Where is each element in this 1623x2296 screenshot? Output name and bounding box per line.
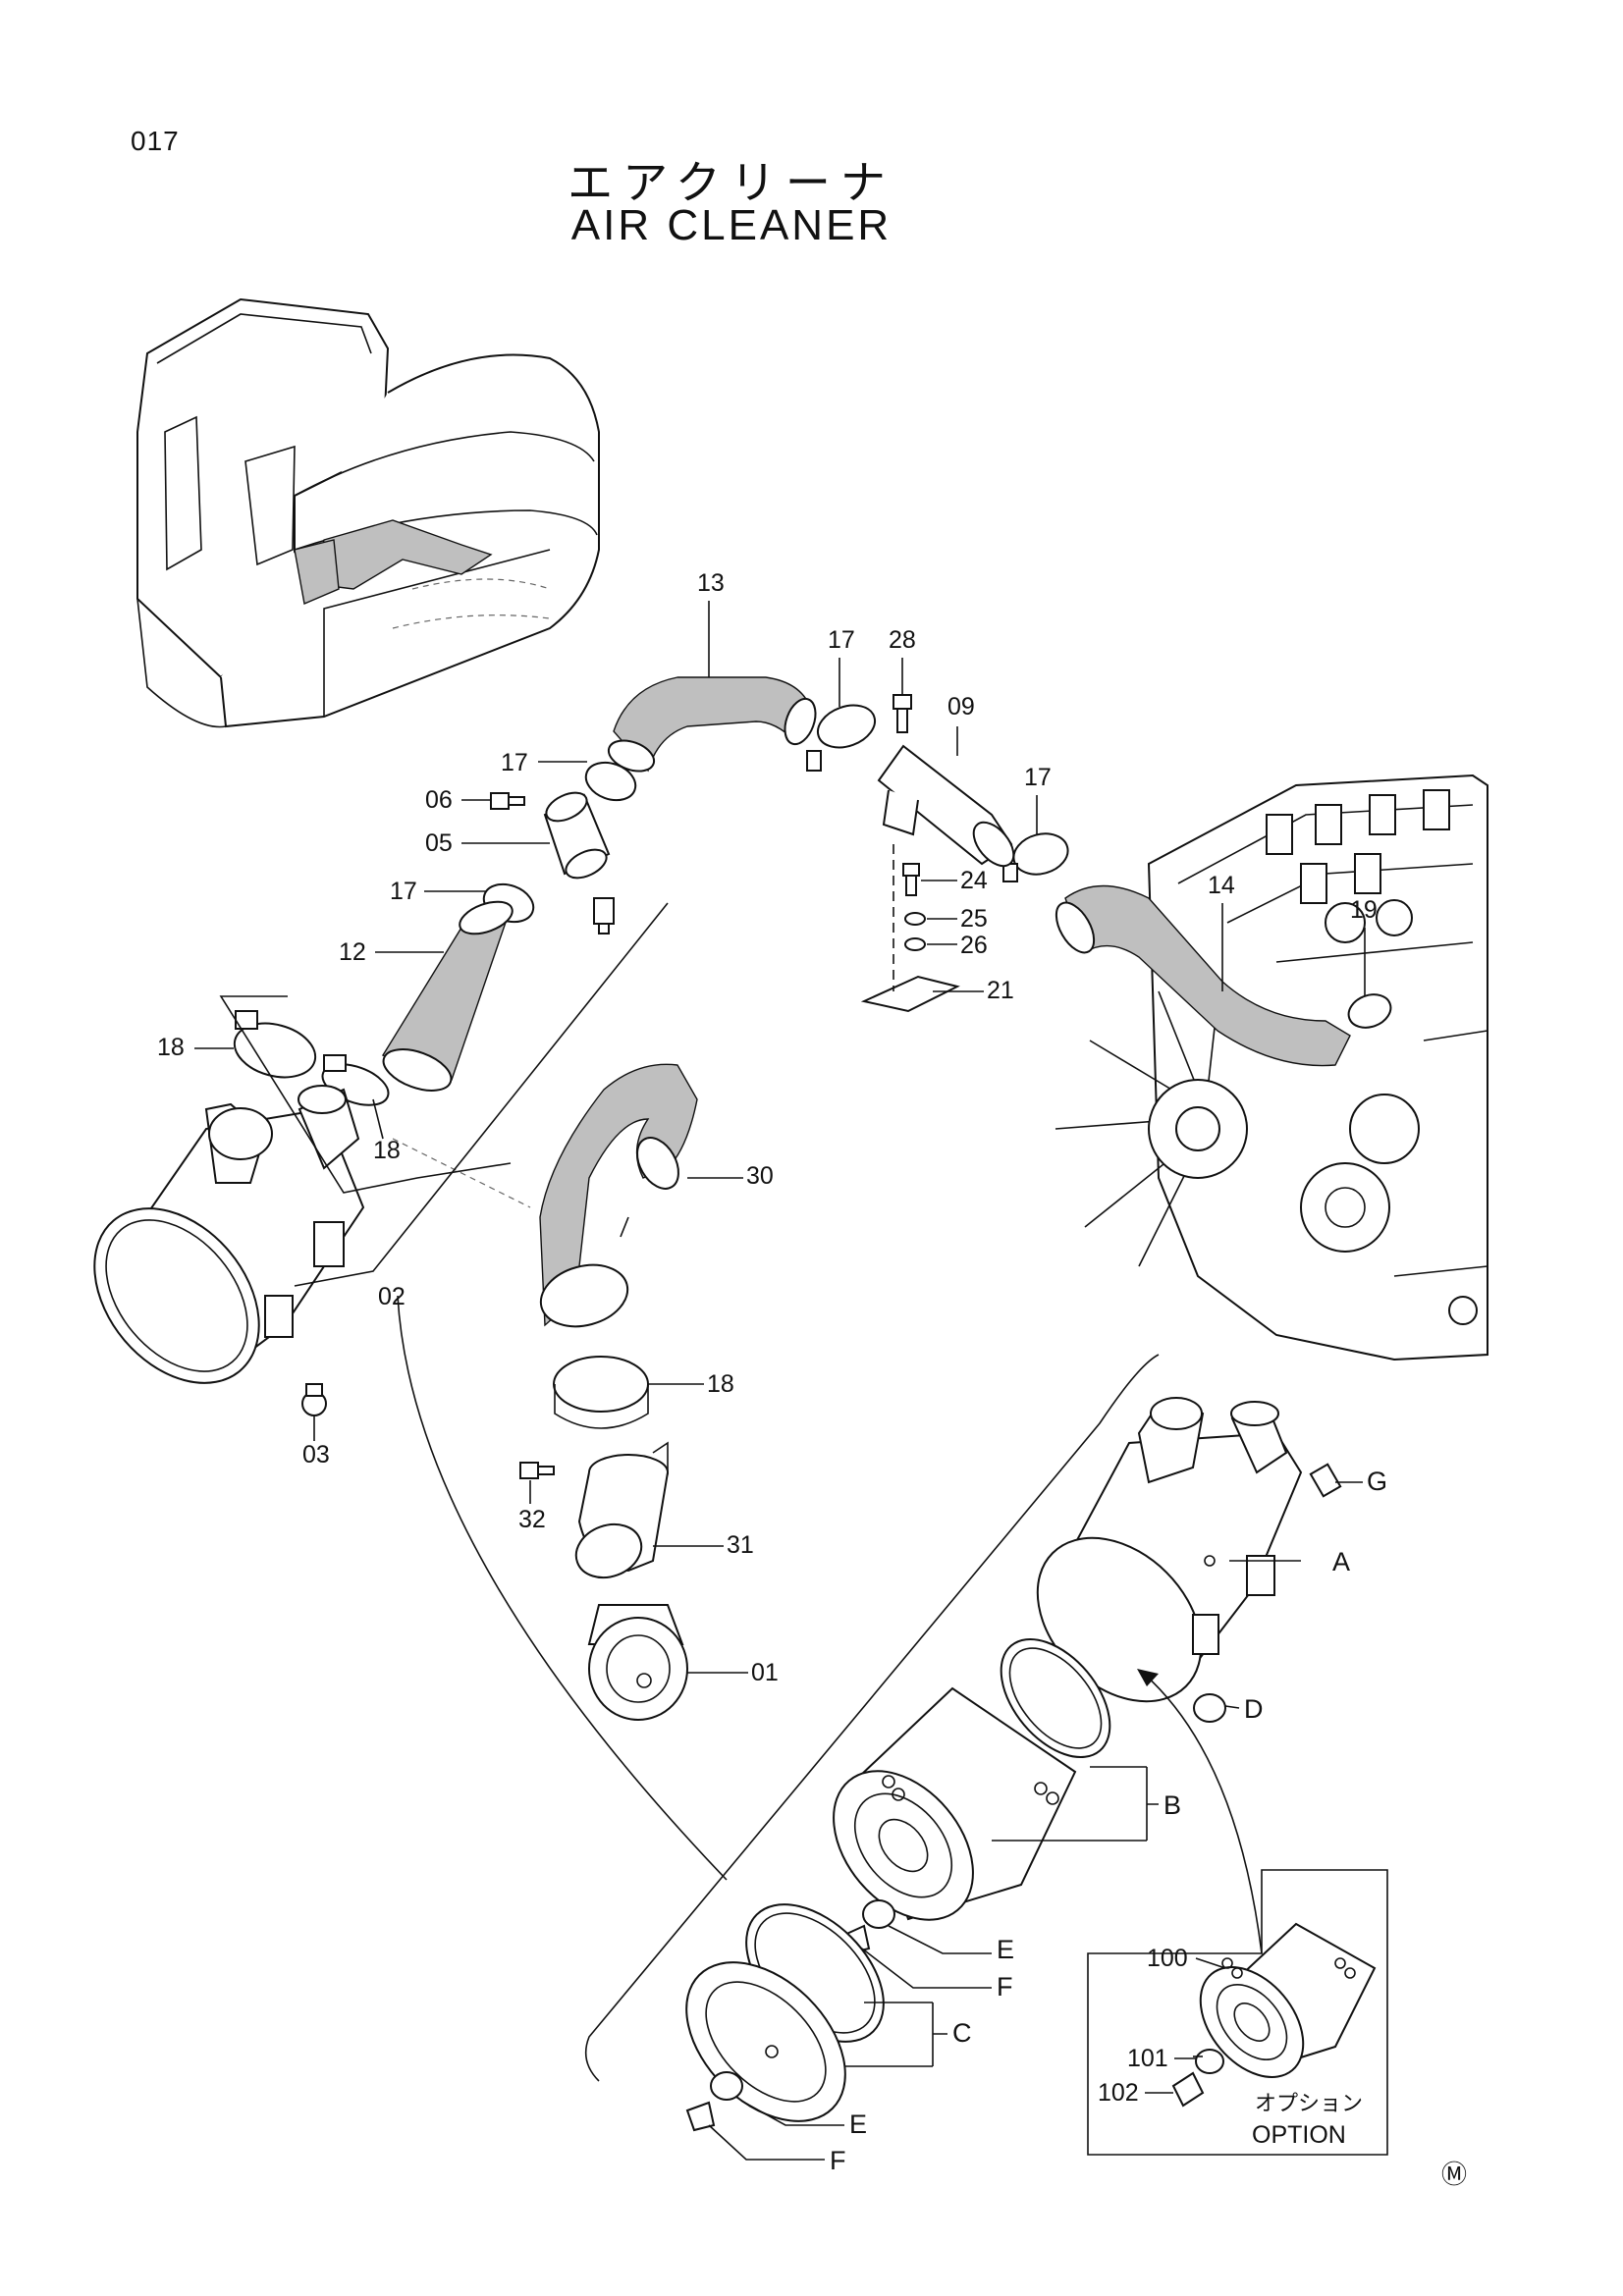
label-17c: 17: [501, 749, 528, 776]
hose-12: [381, 900, 514, 1092]
detail-frame: [584, 1354, 1160, 2082]
clamp-17-a: [806, 704, 877, 772]
label-17d: 17: [390, 878, 417, 905]
label-06: 06: [425, 786, 453, 814]
cap-01: [587, 1604, 688, 1721]
clamp-18-a: [233, 1010, 317, 1079]
bolt-28: [893, 694, 912, 733]
label-17a: 17: [828, 626, 855, 654]
nut-E-1: [862, 1899, 895, 1929]
label-G: G: [1367, 1467, 1387, 1496]
engine-illustration: [1055, 774, 1488, 1362]
label-03: 03: [302, 1441, 330, 1468]
label-19: 19: [1350, 896, 1378, 924]
wingnut-F-2: [685, 2101, 716, 2132]
label-02: 02: [378, 1283, 406, 1310]
label-32: 32: [518, 1506, 546, 1533]
label-E2: E: [849, 2109, 867, 2139]
bracket-21: [860, 975, 960, 1013]
tube-09: [877, 744, 1015, 868]
label-C: C: [952, 2018, 972, 2048]
label-26: 26: [960, 932, 988, 959]
fan-blades: [1055, 990, 1248, 1267]
excavator-illustration: [136, 297, 600, 728]
label-F2: F: [830, 2146, 846, 2175]
hose-14: [1055, 884, 1351, 1067]
elbow-31: [574, 1441, 669, 1579]
label-25: 25: [960, 905, 988, 933]
air-cleaner-A: [1036, 1397, 1303, 1703]
washer-26: [904, 937, 926, 951]
label-101: 101: [1127, 2045, 1168, 2072]
hose-13: [607, 676, 817, 773]
label-B: B: [1163, 1790, 1181, 1820]
label-F1: F: [997, 1972, 1013, 2002]
label-E1: E: [997, 1935, 1014, 1964]
nut-E-2: [710, 2071, 743, 2101]
option-label-en: OPTION: [1252, 2121, 1346, 2149]
bolt-24: [902, 863, 920, 896]
clamp-17-b: [584, 761, 637, 802]
label-12: 12: [339, 938, 366, 966]
clamp-17-c: [1002, 832, 1069, 882]
label-18a: 18: [157, 1034, 185, 1061]
air-cleaner-02: [93, 1085, 365, 1416]
vacuum-indicator-G: [1309, 1463, 1342, 1498]
title-english: AIR CLEANER: [570, 201, 893, 249]
label-09: 09: [947, 693, 975, 721]
label-100: 100: [1147, 1945, 1188, 1972]
label-30: 30: [746, 1162, 774, 1190]
label-A: A: [1332, 1547, 1350, 1576]
option-box: [1087, 1869, 1388, 2156]
callout-labels: 13 17 28 09 17 17 06 05 17 24 25 26 21 1…: [157, 569, 1467, 2190]
adapter-05: [543, 791, 611, 880]
vacuum-indicator: [593, 897, 615, 934]
title-japanese: エアクリーナ: [568, 156, 895, 209]
label-102: 102: [1098, 2079, 1139, 2107]
label-21: 21: [987, 977, 1014, 1004]
label-28: 28: [889, 626, 916, 654]
label-18c: 18: [707, 1370, 734, 1398]
bolt-06: [490, 792, 525, 810]
label-D: D: [1244, 1694, 1264, 1724]
bolt-32: [519, 1462, 555, 1479]
label-31: 31: [727, 1531, 754, 1559]
label-17b: 17: [1024, 764, 1052, 791]
label-13: 13: [697, 569, 725, 597]
page-number: 017: [131, 126, 180, 156]
label-01: 01: [751, 1659, 779, 1686]
hose-30: [539, 1063, 698, 1328]
label-05: 05: [425, 829, 453, 857]
label-24: 24: [960, 867, 988, 894]
element-B: [833, 1637, 1111, 1921]
label-14: 14: [1208, 872, 1235, 899]
valve-D: [1193, 1693, 1226, 1723]
label-18b: 18: [373, 1137, 401, 1164]
clamp-18-c: [553, 1356, 649, 1429]
manual-mark: Ⓜ: [1441, 2161, 1467, 2190]
option-label-jp: オプション: [1255, 2092, 1363, 2116]
washer-25: [904, 912, 926, 926]
